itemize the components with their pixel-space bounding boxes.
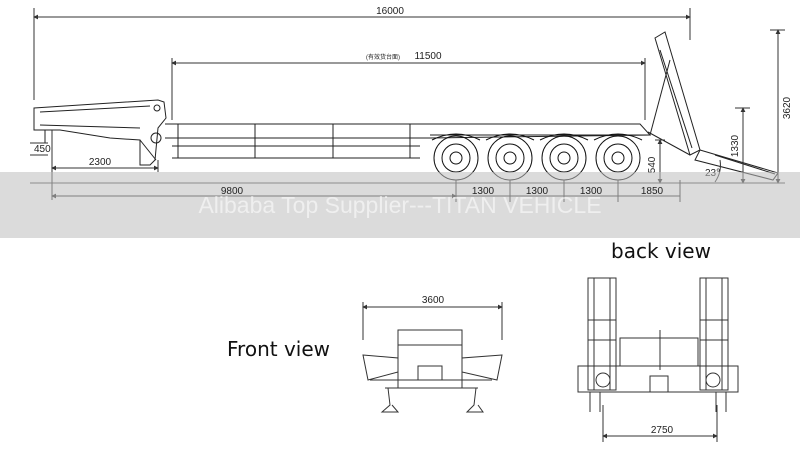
wheel-axle-2 [485,133,535,181]
ramp-height-label: 1330 [730,134,741,157]
back-view [577,277,739,442]
rear-ramp-raised [647,31,701,156]
front-view [362,302,503,413]
axle-spacing-2-label: 1300 [526,186,549,197]
overall-length-dimension [33,8,691,100]
kingpin-to-axle-label: 9800 [221,186,244,197]
overall-length-label: 16000 [376,6,404,17]
overall-height-label: 3620 [782,96,793,119]
axle-spacing-1-label: 1300 [472,186,495,197]
rear-overhang-label: 1850 [641,186,664,197]
deck-length-note: (有效货台面) [366,53,400,61]
deck-length-dimension [171,58,646,120]
back-view-title: back view [611,239,711,263]
back-view-width-label: 2750 [651,425,674,436]
gooseneck [33,99,167,166]
axle-spacing-3-label: 1300 [580,186,603,197]
front-view-width-label: 3600 [422,295,445,306]
gooseneck-height-label: 450 [34,144,51,155]
watermark-band [0,172,800,238]
watermark-text: Alibaba Top Supplier---TITAN VEHICLE [198,192,601,218]
kingpin-offset-label: 2300 [89,157,112,168]
front-view-title: Front view [227,337,330,361]
deck-length-label: 11500 [414,51,442,62]
side-view [30,8,785,202]
deck-height-label: 540 [647,156,658,173]
